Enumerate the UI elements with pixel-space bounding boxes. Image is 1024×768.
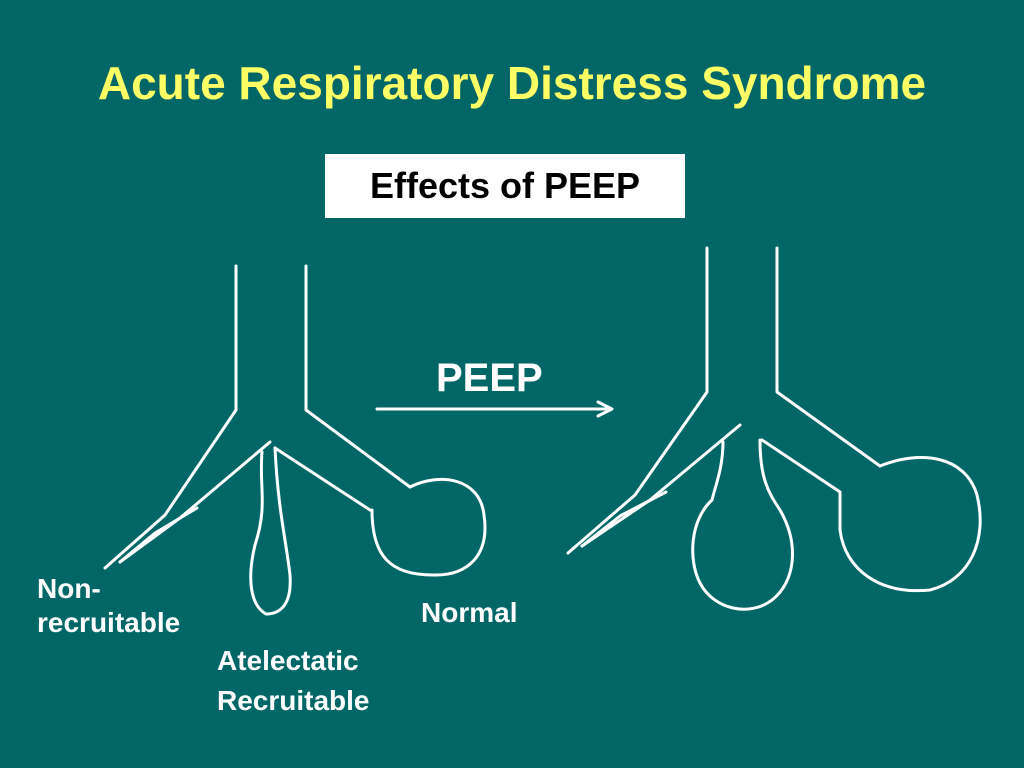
subtitle-box: Effects of PEEP [325, 154, 685, 218]
peep-arrow-label: PEEP [436, 356, 543, 400]
trachea-right-wall-before [304, 264, 412, 489]
airway-before-peep [103, 264, 487, 616]
non-recruitable-label-line2: recruitable [37, 606, 181, 638]
atelectatic-recruitable-label: Atelectatic Recruitable [217, 641, 370, 721]
atelectatic-alveolus-before [249, 446, 292, 616]
inner-branch-left-before [118, 440, 272, 564]
inner-branch-right-after [760, 438, 842, 494]
normal-label: Normal [421, 597, 518, 628]
normal-alveolus-after [838, 456, 982, 593]
recruited-alveolus-after [691, 438, 794, 611]
non-recruitable-label: Non- recruitable [37, 572, 180, 639]
atelectatic-label-line1: Atelectatic [217, 645, 359, 676]
atelectatic-label-line2: Recruitable [217, 684, 370, 716]
right-arrow-icon [375, 400, 614, 418]
airway-after-peep [566, 246, 982, 611]
slide-title: Acute Respiratory Distress Syndrome [97, 57, 927, 109]
trachea-left-wall-after [566, 246, 709, 555]
inner-branch-right-before [273, 446, 372, 512]
non-recruitable-label-line1: Non- [37, 573, 101, 604]
normal-alveolus-before [370, 477, 487, 577]
inner-branch-left-after [580, 423, 742, 548]
trachea-right-wall-after [775, 246, 882, 468]
subtitle-text: Effects of PEEP [369, 165, 641, 206]
trachea-left-wall-before [103, 264, 238, 570]
arrow-head [596, 400, 614, 418]
